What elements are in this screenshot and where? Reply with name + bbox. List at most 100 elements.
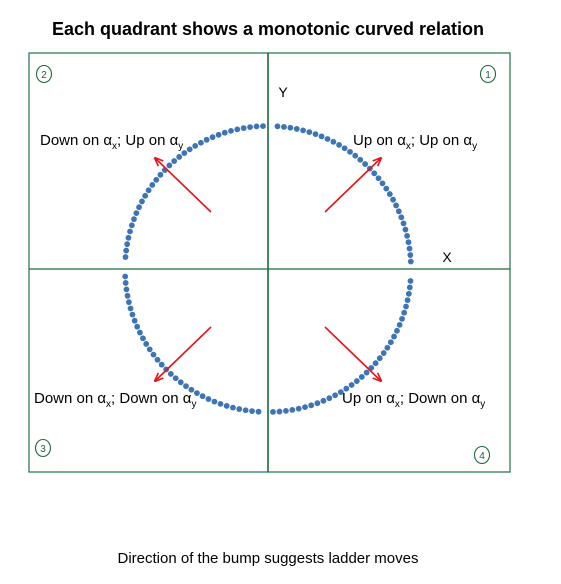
arc-quadrant-4-point: [372, 360, 379, 367]
arc-quadrant-4-point: [308, 402, 315, 409]
arc-quadrant-1-point: [324, 136, 331, 142]
arc-quadrant-2-point: [139, 198, 145, 205]
arc-quadrant-4-point: [270, 409, 276, 415]
arc-quadrant-2-point: [124, 241, 131, 248]
arc-quadrant-3-point: [167, 371, 174, 377]
arc-quadrant-2-point: [122, 254, 129, 260]
arc-quadrant-1-point: [347, 148, 353, 155]
arc-quadrant-4-point: [384, 344, 391, 351]
arc-quadrant-1-point: [393, 202, 399, 209]
arc-quadrant-2-point: [153, 176, 160, 183]
arc-quadrant-1-point: [375, 175, 382, 182]
arc-quadrant-2-point: [136, 204, 142, 211]
arc-quadrant-1-point: [395, 208, 402, 215]
arc-quadrant-4-point: [380, 350, 387, 356]
arc-quadrant-4-point: [396, 321, 403, 328]
svg-text:2: 2: [41, 70, 47, 81]
arc-quadrant-3-point: [127, 305, 134, 312]
arc-quadrant-3-point: [223, 403, 230, 409]
arc-quadrant-3-point: [154, 356, 161, 363]
arc-quadrant-3-point: [217, 400, 224, 407]
arc-quadrant-2-point: [203, 136, 210, 143]
arc-quadrant-2-point: [149, 182, 156, 188]
arc-quadrant-4-point: [376, 355, 383, 362]
arc-quadrant-4-point: [394, 327, 400, 334]
arc-quadrant-1-point: [404, 232, 411, 239]
arc-quadrant-4-point: [302, 404, 308, 411]
arc-quadrant-4-point: [320, 397, 327, 404]
arc-quadrant-3-point: [129, 311, 136, 318]
arc-quadrant-4-point: [276, 408, 283, 415]
arc-quadrant-3-point: [122, 280, 129, 286]
arc-quadrant-2-point: [234, 126, 241, 133]
arc-quadrant-3-point: [131, 317, 138, 324]
quadrant-3-badge: 3: [34, 438, 52, 458]
arc-quadrant-4-point: [283, 407, 289, 414]
arc-quadrant-3-point: [242, 407, 249, 414]
arc-quadrant-3-point: [205, 396, 212, 402]
arc-quadrant-2-point: [215, 131, 222, 138]
arc-quadrant-4-point: [363, 369, 370, 376]
quadrant-1-badge: 1: [479, 64, 497, 84]
arc-quadrant-3-point: [172, 375, 179, 382]
arc-quadrant-3-point: [255, 408, 262, 415]
arc-quadrant-4-point: [353, 378, 360, 384]
x-axis-label: X: [442, 249, 452, 265]
arc-quadrant-4-point: [387, 339, 394, 346]
ladder-arrows: [155, 158, 381, 381]
arc-quadrant-2-point: [260, 123, 266, 129]
quadrant-4-label: Up on αx; Down on αy: [342, 390, 485, 410]
svg-text:4: 4: [479, 451, 485, 462]
arrow-quadrant-3: [155, 326, 212, 381]
arc-quadrant-2-point: [157, 171, 164, 178]
arc-quadrant-1-point: [287, 124, 294, 131]
arc-quadrant-4-point: [404, 297, 411, 304]
arc-quadrant-1-point: [281, 123, 287, 130]
arc-quadrant-1-point: [390, 196, 396, 203]
arc-quadrant-4-point: [326, 395, 333, 402]
arc-quadrant-4-point: [343, 385, 350, 392]
arc-quadrant-4-point: [401, 309, 408, 316]
arc-quadrant-1-point: [402, 226, 409, 233]
arc-quadrant-1-point: [330, 138, 337, 145]
arc-quadrant-2-point: [197, 139, 204, 146]
svg-text:1: 1: [485, 70, 491, 81]
arc-quadrant-2-point: [228, 127, 234, 134]
arc-quadrant-1-point: [406, 245, 413, 252]
arc-quadrant-2-point: [192, 143, 199, 149]
arc-quadrant-1-point: [400, 220, 407, 227]
arc-quadrant-3-point: [122, 273, 129, 280]
arc-quadrant-4-point: [295, 405, 302, 412]
arc-quadrant-2-point: [131, 216, 137, 223]
quadrant-frames: [28, 52, 511, 473]
arc-quadrant-4-point: [289, 407, 296, 413]
arc-quadrant-1-point: [306, 129, 313, 136]
arc-quadrant-3-point: [177, 379, 184, 386]
arc-quadrant-1-point: [379, 180, 386, 187]
arrow-quadrant-2: [155, 158, 212, 213]
arc-quadrant-1-point: [362, 161, 369, 167]
arc-quadrant-1-point: [407, 252, 414, 258]
arc-quadrant-1-point: [318, 133, 325, 140]
arc-quadrant-3-point: [158, 361, 165, 368]
arc-quadrant-1-point: [300, 127, 306, 134]
arc-quadrant-3-point: [211, 398, 218, 405]
arc-quadrant-3-point: [146, 346, 153, 353]
arc-quadrant-4-point: [348, 382, 355, 388]
arc-quadrant-4-point: [391, 333, 397, 340]
arc-quadrant-3-point: [143, 341, 150, 347]
quadrant-3-label: Down on αx; Down on αy: [34, 390, 196, 410]
arc-quadrant-3-point: [123, 286, 130, 293]
arc-quadrant-2-point: [209, 134, 216, 141]
arc-quadrant-1-point: [407, 258, 414, 265]
arrow-quadrant-1: [324, 158, 381, 213]
arc-quadrant-2-point: [240, 125, 247, 131]
arc-quadrant-3-point: [230, 404, 236, 411]
arc-quadrant-2-point: [166, 162, 173, 169]
arc-quadrant-3-point: [194, 390, 200, 396]
diagram-caption: Direction of the bump suggests ladder mo…: [118, 550, 419, 567]
arc-quadrant-1-point: [357, 156, 364, 163]
arc-quadrant-2-point: [186, 146, 193, 153]
arc-quadrant-3-point: [124, 292, 131, 299]
arc-quadrant-3-point: [125, 299, 132, 306]
